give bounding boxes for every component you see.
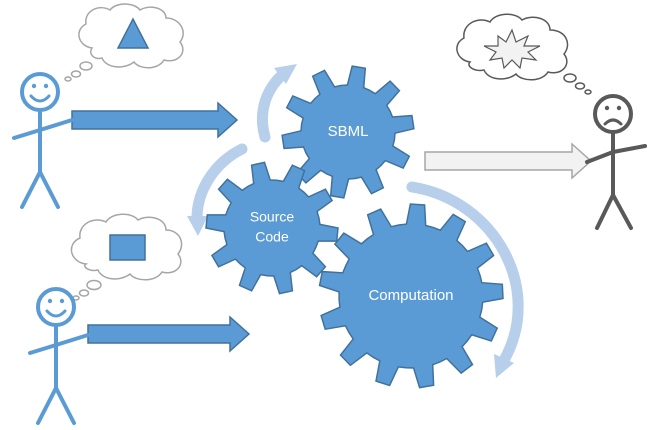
explosion-burst-icon bbox=[483, 28, 541, 70]
cycle-arrows bbox=[187, 64, 524, 378]
cycle-arrow-left-head bbox=[187, 216, 208, 236]
gear-source-label-line1: Source bbox=[250, 209, 295, 225]
person-eye bbox=[31, 83, 37, 89]
thought-bubble-dot bbox=[79, 61, 93, 71]
person-arm-left bbox=[12, 128, 42, 140]
person-eye bbox=[59, 298, 65, 304]
person-arm-left bbox=[585, 150, 615, 164]
person-eye bbox=[616, 105, 622, 111]
person-smile bbox=[45, 309, 67, 318]
gear-source-code: Source Code bbox=[205, 161, 339, 295]
person-head bbox=[593, 94, 633, 134]
arrow-top-person bbox=[71, 101, 239, 139]
person-arm-right bbox=[611, 144, 647, 154]
gear-icon bbox=[205, 161, 339, 295]
person-leg-right bbox=[611, 193, 633, 230]
gear-source-label-line2: Code bbox=[255, 229, 289, 245]
thought-cloud-bottom bbox=[70, 213, 183, 301]
thought-bubble-dot bbox=[563, 73, 577, 83]
gear-sbml: SBML bbox=[281, 65, 415, 199]
person-leg-right bbox=[54, 386, 76, 425]
person-leg-left bbox=[20, 170, 42, 209]
person-eye bbox=[47, 298, 53, 304]
thought-bubble-dot bbox=[78, 289, 90, 297]
thought-cloud-sad bbox=[456, 13, 592, 95]
thought-bubble-dot bbox=[574, 82, 586, 90]
thought-bubble-dot bbox=[70, 70, 82, 78]
square-icon bbox=[109, 234, 146, 261]
person-smile bbox=[29, 94, 51, 103]
gear-icon bbox=[281, 65, 415, 199]
happy-person-bottom bbox=[28, 287, 90, 425]
sad-person bbox=[585, 94, 647, 230]
gear-icon bbox=[318, 203, 504, 389]
person-head bbox=[36, 287, 76, 327]
person-leg-left bbox=[595, 193, 615, 230]
person-frown bbox=[603, 118, 623, 126]
cycle-arrow-right-head bbox=[494, 354, 514, 378]
thought-cloud-top bbox=[64, 3, 184, 82]
person-leg-right bbox=[38, 170, 60, 209]
thought-bubble-dot bbox=[64, 76, 72, 82]
triangle-icon bbox=[116, 17, 150, 49]
cycle-arrow-up-head bbox=[274, 64, 297, 84]
thought-bubble-dot bbox=[86, 279, 102, 291]
arrow-to-sad-person bbox=[424, 142, 593, 180]
person-arm-right bbox=[54, 333, 90, 347]
cycle-arrow-right bbox=[406, 181, 524, 368]
cycle-arrow-up bbox=[256, 69, 288, 143]
thought-bubble-dot bbox=[584, 89, 592, 95]
person-leg-left bbox=[36, 386, 58, 425]
gear-computation: Computation bbox=[318, 203, 504, 389]
cycle-arrow-left bbox=[191, 143, 248, 222]
gear-sbml-label: SBML bbox=[328, 123, 369, 140]
person-head bbox=[20, 72, 60, 112]
person-eye bbox=[43, 83, 49, 89]
gear-computation-label: Computation bbox=[368, 287, 453, 304]
arrow-bottom-person bbox=[87, 315, 251, 353]
happy-person-top bbox=[12, 72, 74, 209]
person-arm-left bbox=[28, 343, 58, 355]
person-arm-right bbox=[38, 118, 74, 132]
person-eye bbox=[604, 105, 610, 111]
